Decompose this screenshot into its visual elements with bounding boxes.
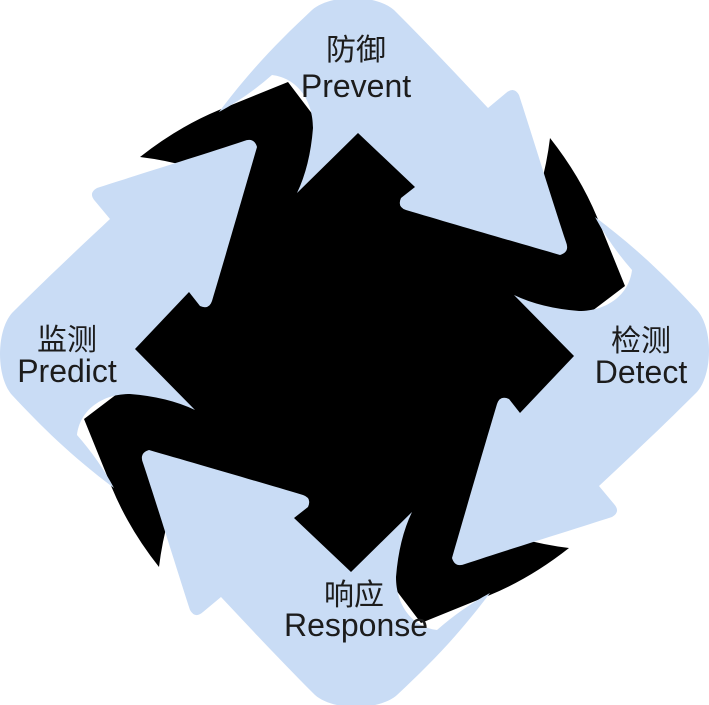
label-prevent-zh: 防御 (326, 34, 386, 67)
label-prevent-en: Prevent (301, 68, 411, 104)
label-predict-en: Predict (17, 353, 117, 389)
label-layer: 防御 Prevent 检测 Detect 响应 Response 监测 Pred… (17, 34, 687, 643)
label-response-en: Response (284, 607, 428, 643)
label-detect-zh: 检测 (611, 325, 671, 358)
label-predict-zh: 监测 (37, 324, 97, 357)
label-response-zh: 响应 (324, 579, 384, 612)
label-detect-en: Detect (595, 354, 688, 390)
connector-layer (84, 82, 625, 623)
